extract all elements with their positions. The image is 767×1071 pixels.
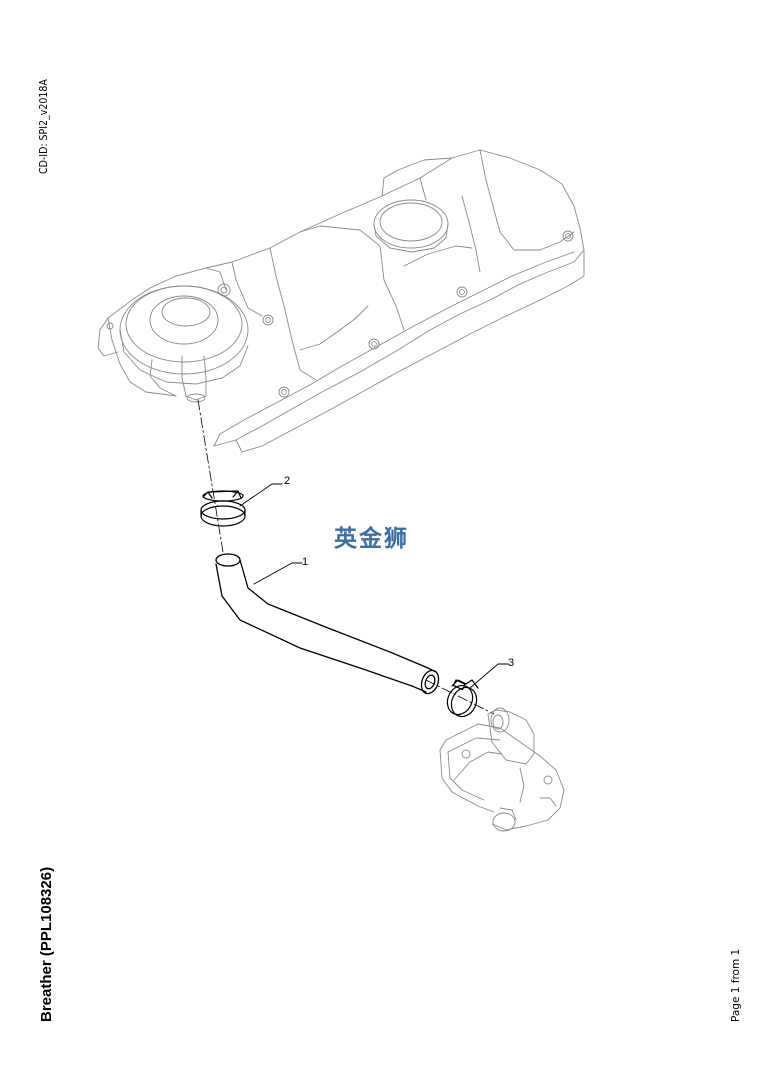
callout-1: 1: [302, 556, 308, 568]
upper-hose-clamp: [200, 490, 246, 527]
page-number: Page 1 from 1: [730, 948, 742, 1022]
watermark-logo: 英金狮: [334, 526, 409, 552]
callout-leaders: [239, 483, 509, 689]
rocker-cover: [97, 149, 585, 453]
lower-breather-housing: [439, 707, 565, 832]
breather-hose: [215, 553, 440, 695]
callout-3: 3: [508, 657, 514, 669]
callout-2: 2: [284, 475, 290, 487]
assembly-centerlines: [197, 399, 495, 715]
page-title: Breather (PPL108326): [38, 866, 55, 1022]
lower-hose-clamp: [446, 679, 479, 718]
